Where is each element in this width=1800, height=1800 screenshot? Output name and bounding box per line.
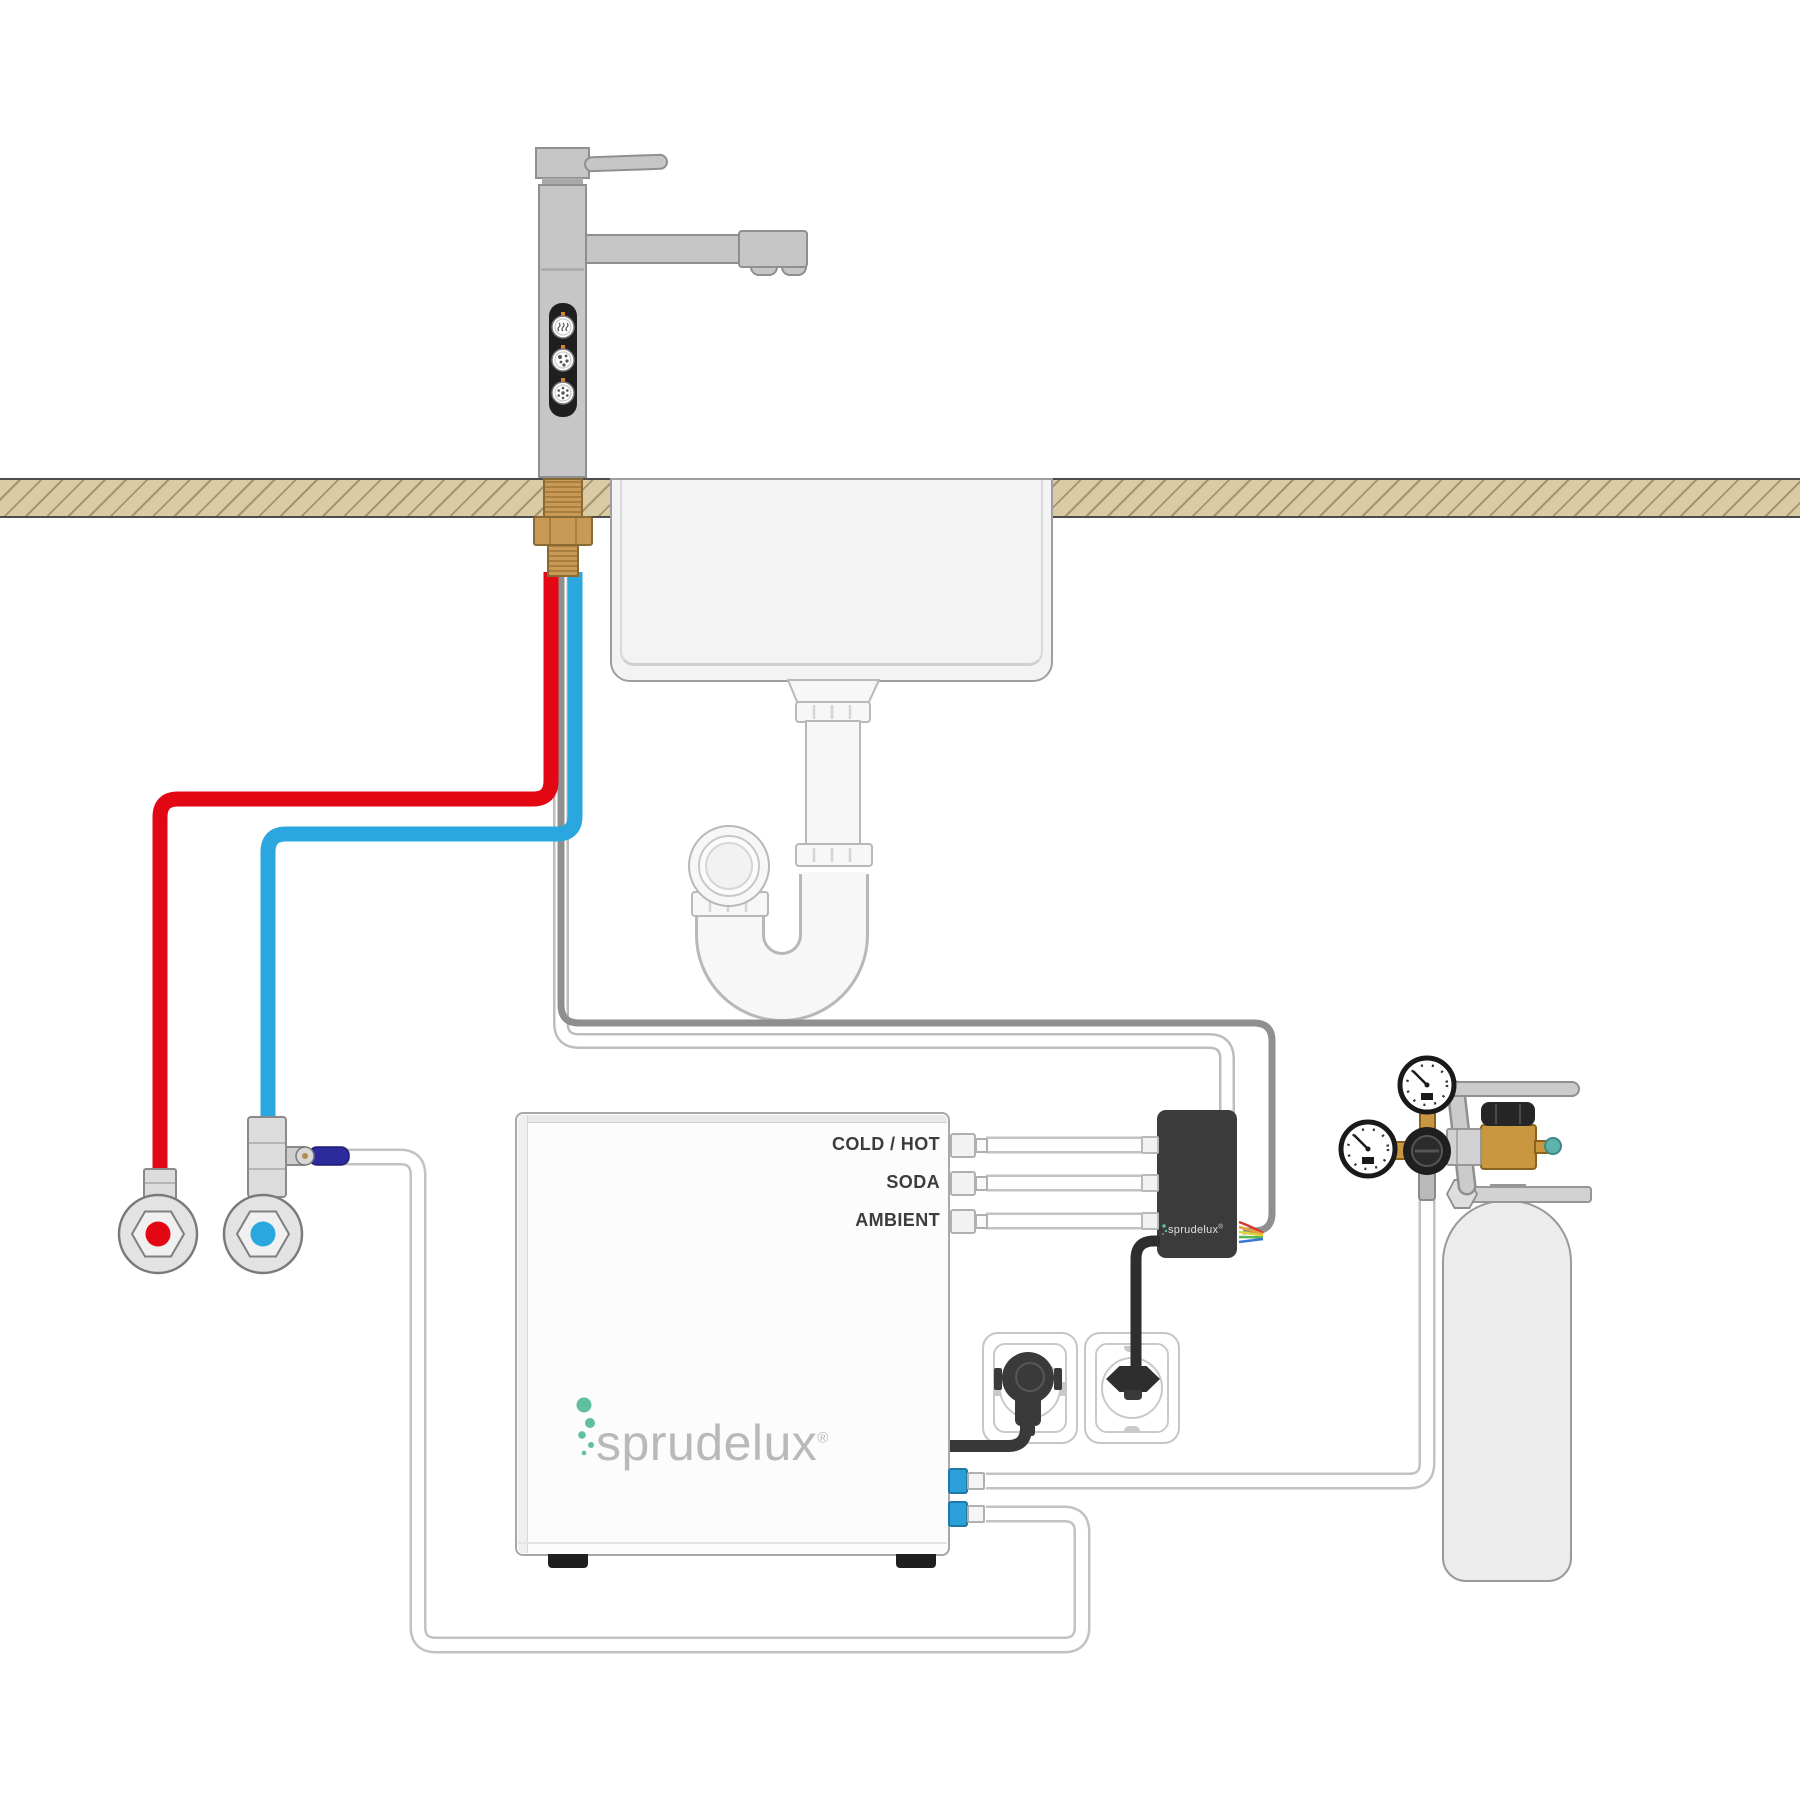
pressure-gauge-top	[1397, 1055, 1457, 1115]
faucet-shank-stub	[547, 544, 579, 577]
sink-p-trap	[688, 679, 880, 1022]
plug-ear-right	[1054, 1368, 1062, 1390]
unit-co2-inlet-nut	[967, 1472, 985, 1490]
faucet-spout-arm	[585, 234, 741, 264]
unit-foot-left	[548, 1554, 588, 1568]
port-label-cold-hot: COLD / HOT	[832, 1134, 940, 1154]
faucet-hose	[553, 572, 1235, 1114]
regulator-body	[1403, 1127, 1451, 1175]
faucet-joint-line	[541, 268, 584, 271]
unit-port-cold-hot	[950, 1133, 976, 1158]
port-label-ambient: AMBIENT	[855, 1210, 940, 1230]
registered-mark: ®	[817, 1429, 829, 1447]
water-feed-tube	[332, 1148, 1091, 1654]
faucet-spout-head	[738, 230, 808, 268]
faucet-signal-cable	[557, 572, 1276, 1235]
control-box-stub-2	[1141, 1174, 1159, 1192]
hot-water-button-icon	[551, 312, 575, 339]
sparkling-water-unit	[515, 1112, 950, 1556]
hot-valve	[117, 1193, 199, 1275]
port-label-soda: SODA	[886, 1172, 940, 1192]
socket-cable-connector	[1106, 1366, 1160, 1392]
plug-cable-boot	[1021, 1424, 1035, 1436]
cold-valve-indicator	[250, 1221, 276, 1247]
unit-water-inlet-nut	[967, 1505, 985, 1523]
sink-inner-wall	[620, 480, 1043, 666]
hot-valve-indicator	[145, 1221, 171, 1247]
ribbon-cable	[1238, 1220, 1264, 1244]
sink-basin	[610, 478, 1053, 682]
control-box-wordmark: sprudelux®	[1168, 1224, 1224, 1236]
unit-port-cold-hot-nub	[975, 1138, 988, 1153]
socket-connector-tip	[1124, 1390, 1142, 1400]
unit-port-ambient-nub	[975, 1214, 988, 1229]
unit-logo-wordmark: sprudelux®	[596, 1415, 829, 1471]
co2-gas-tube	[986, 1198, 1436, 1490]
faucet-threaded-shank	[543, 478, 583, 518]
pressure-gauge-left	[1338, 1119, 1398, 1179]
control-box	[1157, 1110, 1237, 1258]
control-box-stub-3	[1141, 1212, 1159, 1230]
plug-grip	[1015, 1392, 1041, 1426]
cold-valve	[222, 1193, 304, 1275]
soda-water-button-icon	[551, 345, 575, 372]
plug-ear-left	[994, 1368, 1002, 1390]
ball-valve	[295, 1146, 350, 1166]
unit-foot-right	[896, 1554, 936, 1568]
control-box-stub-1	[1141, 1136, 1159, 1154]
valve-handwheel	[1481, 1102, 1535, 1126]
hot-water-tube	[152, 572, 559, 1172]
unit-port-soda-nub	[975, 1176, 988, 1191]
valve-safety-disc	[1544, 1137, 1562, 1155]
cold-water-tube	[260, 572, 583, 1122]
control-box-cable	[1130, 1235, 1160, 1368]
still-water-button-icon	[551, 378, 575, 405]
dispense-tubes	[986, 1136, 1150, 1230]
faucet-cartridge-ring	[542, 178, 583, 185]
